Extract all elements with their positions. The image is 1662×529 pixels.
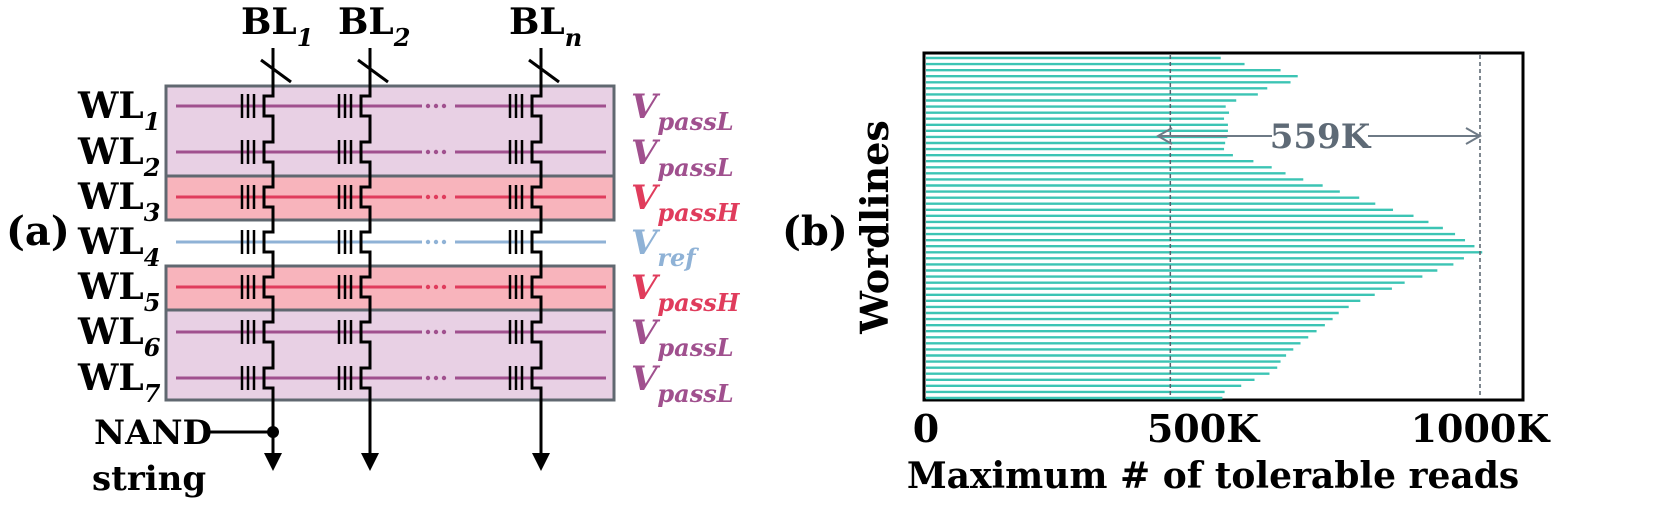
wordline-1-voltage: VpassL [631,87,734,136]
bitline-2-select [357,58,389,84]
bitline-1-cell-string [262,92,275,400]
bitline-3-cell-string [530,92,543,400]
wordline-4-ellipsis-dot [425,239,431,245]
wordline-1-ellipsis-dot [441,103,447,109]
wordline-4-ellipsis-dot [433,239,439,245]
wordline-3-ellipsis-dot [441,194,447,200]
wordline-2-voltage: VpassL [631,133,734,182]
bitline-2-cell-string [359,92,372,400]
range-annotation: 559K [1270,117,1372,157]
wordline-6-ellipsis-dot [441,329,447,335]
wordline-3-voltage: VpassH [631,178,741,227]
wordline-7-ellipsis-dot [441,375,447,381]
passL-region-bottom [164,308,616,402]
wordline-7-voltage: VpassL [631,359,734,408]
nand-label-line1: NAND [94,413,212,453]
wordline-7-label: WL7 [77,357,161,408]
wordline-7-ellipsis-dot [433,375,439,381]
wordline-2-ellipsis-dot [433,149,439,155]
bitline-2-label: BL2 [338,1,410,52]
wordline-6-voltage: VpassL [631,313,734,362]
wordline-2-label: WL2 [77,131,160,182]
arrow-head-left [1155,127,1173,145]
panel-b: (b) Wordlines 559K 0 500K 1000K Maximum # … [782,51,1552,497]
bitline-1-select [260,58,292,84]
bitline-3-select [528,58,560,84]
wordline-7-ellipsis-dot [425,375,431,381]
plot-frame [922,51,1525,402]
wordline-3-ellipsis-dot [425,194,431,200]
wordline-6-label: WL6 [77,311,161,362]
wordline-5-voltage: VpassH [631,268,741,317]
wordline-5-ellipsis-dot [441,284,447,290]
wordline-3-ellipsis-dot [433,194,439,200]
bar-series [926,56,1483,400]
nand-string-node [267,426,279,438]
x-axis-label: Maximum # of tolerable reads [907,455,1519,497]
wordline-6-ellipsis-dot [433,329,439,335]
wordline-5-label: WL5 [77,266,160,317]
arrow-head-right [1465,127,1483,145]
wordline-4-voltage: Vref [631,223,699,272]
bitline-3-label: BLn [509,1,582,52]
wordline-2-ellipsis-dot [441,149,447,155]
y-axis-label: Wordlines [852,120,897,335]
wordline-6-ellipsis-dot [425,329,431,335]
wordline-1-ellipsis-dot [425,103,431,109]
bitline-columns: BL1 BL2 BLn [240,1,582,471]
wordline-2-ellipsis-dot [425,149,431,155]
x-tick-label: 1000K [1411,406,1552,451]
wordline-3-label: WL3 [77,176,160,227]
x-tick-labels: 0 500K 1000K [913,406,1552,451]
wordline-1-ellipsis-dot [433,103,439,109]
x-tick-label: 500K [1147,406,1261,451]
reference-lines [1169,55,1481,398]
wordline-4-label: WL4 [77,221,160,272]
panel-b-label: (b) [782,208,848,255]
wordline-4-ellipsis-dot [441,239,447,245]
nand-label-line2: string [92,459,206,499]
bitline-1-label: BL1 [241,1,313,52]
x-tick-label: 0 [913,406,939,451]
wordline-5-ellipsis-dot [433,284,439,290]
panel-a-label: (a) [6,208,70,255]
passL-region-top [164,84,616,178]
wordline-5-ellipsis-dot [425,284,431,290]
wordline-1-label: WL1 [77,85,160,136]
